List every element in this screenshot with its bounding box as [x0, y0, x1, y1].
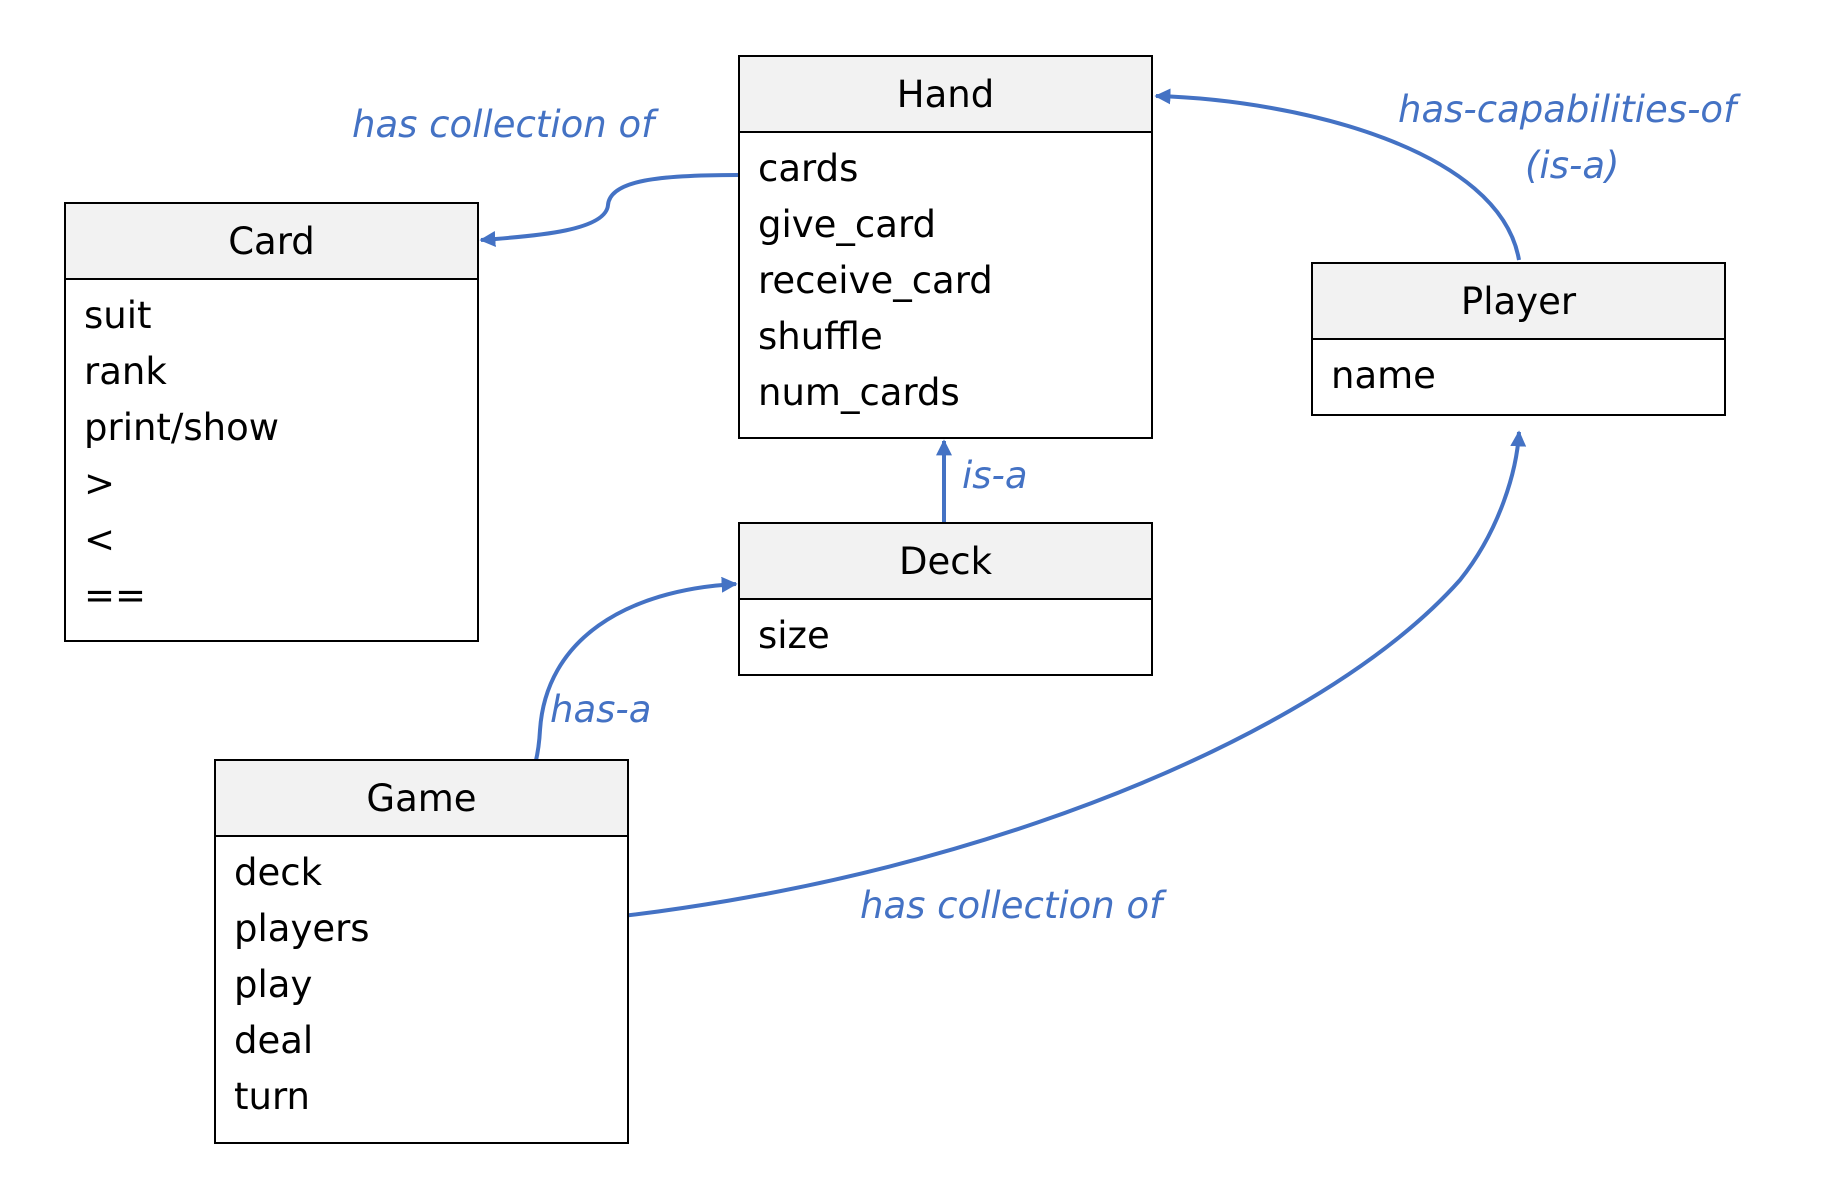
- class-player-members: name: [1313, 340, 1724, 404]
- class-game-title: Game: [216, 761, 627, 837]
- label-hand-card: has collection of: [352, 103, 655, 146]
- member-rank: rank: [84, 350, 167, 393]
- member-play: play: [234, 963, 313, 1006]
- member-name: name: [1331, 354, 1436, 397]
- connector-hand-card: [479, 173, 739, 248]
- member-less-than: <: [84, 518, 116, 561]
- class-deck-title: Deck: [740, 524, 1151, 600]
- class-deck-members: size: [740, 600, 1151, 664]
- member-cards: cards: [758, 147, 859, 190]
- class-card-members: suit rank print/show > < ==: [66, 280, 477, 624]
- member-deck: deck: [234, 851, 323, 894]
- member-num-cards: num_cards: [758, 371, 960, 414]
- label-deck-hand: is-a: [962, 454, 1028, 497]
- class-card[interactable]: Card suit rank print/show > < ==: [64, 202, 479, 642]
- label-player-hand-line2: (is-a): [1525, 144, 1620, 187]
- member-suit: suit: [84, 294, 152, 337]
- label-game-player: has collection of: [860, 884, 1163, 927]
- connector-player-hand: [1154, 88, 1521, 261]
- class-player[interactable]: Player name: [1311, 262, 1726, 416]
- class-player-title: Player: [1313, 264, 1724, 340]
- class-deck[interactable]: Deck size: [738, 522, 1153, 676]
- class-game[interactable]: Game deck players play deal turn: [214, 759, 629, 1144]
- member-receive-card: receive_card: [758, 259, 993, 302]
- member-greater-than: >: [84, 462, 116, 505]
- member-turn: turn: [234, 1075, 310, 1118]
- member-give-card: give_card: [758, 203, 936, 246]
- member-print-show: print/show: [84, 406, 280, 449]
- class-card-title: Card: [66, 204, 477, 280]
- member-shuffle: shuffle: [758, 315, 883, 358]
- class-hand-members: cards give_card receive_card shuffle num…: [740, 133, 1151, 421]
- class-game-members: deck players play deal turn: [216, 837, 627, 1125]
- label-player-hand-line1: has-capabilities-of: [1398, 88, 1737, 131]
- member-deal: deal: [234, 1019, 314, 1062]
- member-players: players: [234, 907, 370, 950]
- class-hand-title: Hand: [740, 57, 1151, 133]
- class-hand[interactable]: Hand cards give_card receive_card shuffl…: [738, 55, 1153, 439]
- member-size: size: [758, 614, 830, 657]
- member-equals: ==: [84, 574, 147, 617]
- label-game-deck: has-a: [550, 688, 652, 731]
- connector-game-player: [389, 430, 1527, 932]
